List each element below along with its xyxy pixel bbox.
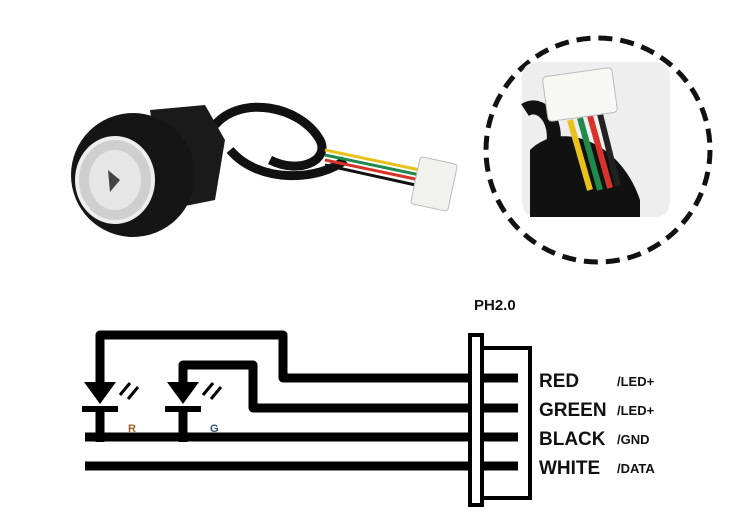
red-wire [95,330,518,395]
pin-function-label: /LED+ [617,403,655,418]
schematic [85,330,518,471]
pin-color-label: GREEN [539,400,607,421]
sensor-photo [71,102,458,237]
pin-color-label: BLACK [539,429,606,450]
connector-name: PH2.0 [474,297,516,314]
connector-closeup-inset [483,35,713,265]
green-wire [178,360,518,413]
pin-color-label: WHITE [539,458,600,479]
pin-function-label: /LED+ [617,374,655,389]
pin-color-label: RED [539,371,579,392]
led-g: G [165,382,223,435]
pin-function-label: /GND [617,432,650,447]
led-r-label: R [128,423,136,435]
pin-labels: RED GREEN BLACK WHITE /LED+ /LED+ /GND /… [539,371,655,479]
ph2-connector [468,333,532,507]
black-wire [85,410,518,442]
pin-function-label: /DATA [617,461,655,476]
led-r: R [82,382,140,435]
led-g-label: G [210,423,219,435]
